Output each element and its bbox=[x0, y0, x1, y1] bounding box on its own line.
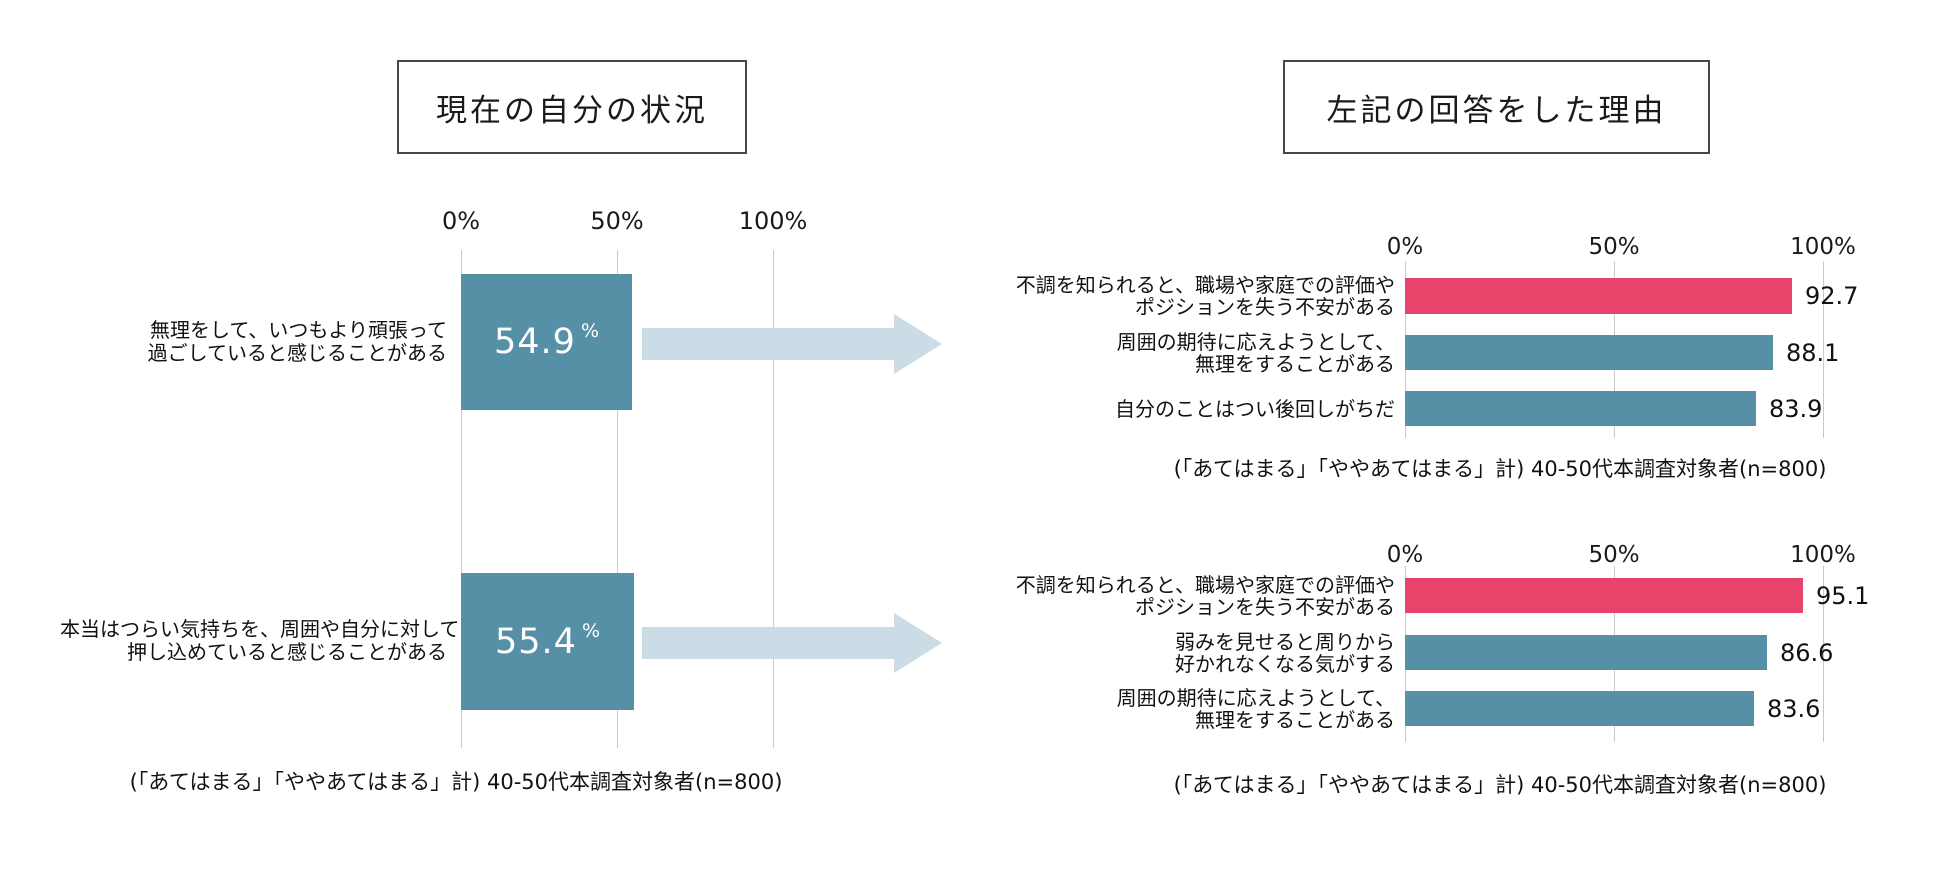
category-label-line: 自分のことはつい後回しがちだ bbox=[1115, 397, 1395, 421]
gridline bbox=[1823, 261, 1824, 438]
category-label-line: 無理をすることがある bbox=[1195, 352, 1395, 376]
category-label-line: 弱みを見せると周りから bbox=[1175, 630, 1395, 654]
flow-arrow bbox=[642, 314, 942, 374]
axis-tick-label: 100% bbox=[738, 207, 808, 235]
category-label-line: 不調を知られると、職場や家庭での評価や bbox=[1015, 573, 1395, 597]
axis-tick-label: 0% bbox=[1386, 234, 1424, 260]
category-label: 弱みを見せると周りから 好かれなくなる気がする bbox=[950, 631, 1395, 675]
bar bbox=[1405, 635, 1767, 670]
left-panel-title-box: 現在の自分の状況 bbox=[397, 60, 747, 154]
bar-value-label: 55.4 bbox=[495, 621, 577, 662]
axis-tick-label: 0% bbox=[441, 207, 481, 235]
footnote: (「あてはまる」「ややあてはまる」計) 40-50代本調査対象者(n=800) bbox=[1173, 773, 1827, 797]
category-label-line: 無理をして、いつもより頑張って bbox=[150, 318, 447, 342]
bar-value-label: 92.7 bbox=[1805, 282, 1859, 310]
bar-value-label: 54.9 bbox=[494, 322, 576, 362]
bar-row: 92.7 bbox=[1405, 278, 1858, 314]
bar bbox=[1405, 335, 1773, 370]
bar-value-label: 83.9 bbox=[1769, 394, 1823, 423]
category-label-line: 好かれなくなる気がする bbox=[1175, 652, 1395, 676]
bar: 54.9% bbox=[461, 274, 632, 410]
arrow-body bbox=[642, 627, 894, 659]
category-label: 本当はつらい気持ちを、周囲や自分に対して 押し込めていると感じることがある bbox=[60, 617, 460, 664]
gridline bbox=[617, 250, 618, 748]
bar-row: 83.9 bbox=[1405, 391, 1822, 426]
bar-value-unit: % bbox=[580, 320, 599, 342]
category-label-line: 不調を知られると、職場や家庭での評価や bbox=[1015, 273, 1395, 297]
bar bbox=[1405, 278, 1792, 314]
category-label-line: ポジションを失う不安がある bbox=[1135, 295, 1395, 319]
bar-row: 88.1 bbox=[1405, 335, 1839, 370]
category-label: 周囲の期待に応えようとして、 無理をすることがある bbox=[950, 687, 1395, 731]
category-label-line: ポジションを失う不安がある bbox=[1135, 595, 1395, 619]
right-panel-title: 左記の回答をした理由 bbox=[1326, 92, 1667, 129]
arrow-head-icon bbox=[894, 613, 942, 673]
category-label-line: 本当はつらい気持ちを、周囲や自分に対して bbox=[60, 617, 460, 641]
bar-value-label: 88.1 bbox=[1786, 338, 1840, 367]
category-label-line: 押し込めていると感じることがある bbox=[127, 640, 447, 664]
bar-row: 86.6 bbox=[1405, 635, 1833, 670]
bar-row: 95.1 bbox=[1405, 578, 1869, 613]
category-label: 不調を知られると、職場や家庭での評価や ポジションを失う不安がある bbox=[950, 574, 1395, 618]
footnote: (「あてはまる」「ややあてはまる」計) 40-50代本調査対象者(n=800) bbox=[129, 770, 783, 794]
right-panel-title-box: 左記の回答をした理由 bbox=[1283, 60, 1710, 154]
category-label: 不調を知られると、職場や家庭での評価や ポジションを失う不安がある bbox=[950, 274, 1395, 318]
footnote: (「あてはまる」「ややあてはまる」計) 40-50代本調査対象者(n=800) bbox=[1173, 457, 1827, 481]
category-label-line: 周囲の期待に応えようとして、 bbox=[1116, 330, 1395, 354]
category-label-line: 周囲の期待に応えようとして、 bbox=[1116, 686, 1395, 710]
axis-tick-label: 50% bbox=[1588, 234, 1640, 260]
category-label-line: 無理をすることがある bbox=[1195, 708, 1395, 732]
bar-value-unit: % bbox=[581, 619, 600, 642]
bar bbox=[1405, 391, 1756, 426]
flow-arrow bbox=[642, 613, 942, 673]
bar bbox=[1405, 691, 1754, 726]
bar-value-label: 83.6 bbox=[1767, 694, 1821, 723]
gridline bbox=[773, 250, 774, 748]
left-panel-title: 現在の自分の状況 bbox=[436, 92, 708, 129]
category-label-line: 過ごしていると感じることがある bbox=[147, 341, 447, 365]
axis-tick-label: 0% bbox=[1386, 542, 1424, 568]
arrow-body bbox=[642, 328, 894, 360]
arrow-head-icon bbox=[894, 314, 942, 374]
bar bbox=[1405, 578, 1803, 613]
axis-tick-label: 50% bbox=[1588, 542, 1640, 568]
category-label: 自分のことはつい後回しがちだ bbox=[950, 398, 1395, 420]
gridline bbox=[1823, 566, 1824, 742]
bar-value-label: 86.6 bbox=[1780, 638, 1834, 667]
category-label: 周囲の期待に応えようとして、 無理をすることがある bbox=[950, 331, 1395, 375]
axis-tick-label: 100% bbox=[1790, 234, 1856, 260]
category-label: 無理をして、いつもより頑張って 過ごしていると感じることがある bbox=[60, 319, 447, 365]
axis-tick-label: 100% bbox=[1790, 542, 1856, 568]
bar-row: 83.6 bbox=[1405, 691, 1820, 726]
gridline bbox=[461, 250, 462, 748]
bar-value-label: 95.1 bbox=[1816, 581, 1870, 610]
axis-tick-label: 50% bbox=[590, 207, 644, 235]
bar: 55.4% bbox=[461, 573, 634, 710]
